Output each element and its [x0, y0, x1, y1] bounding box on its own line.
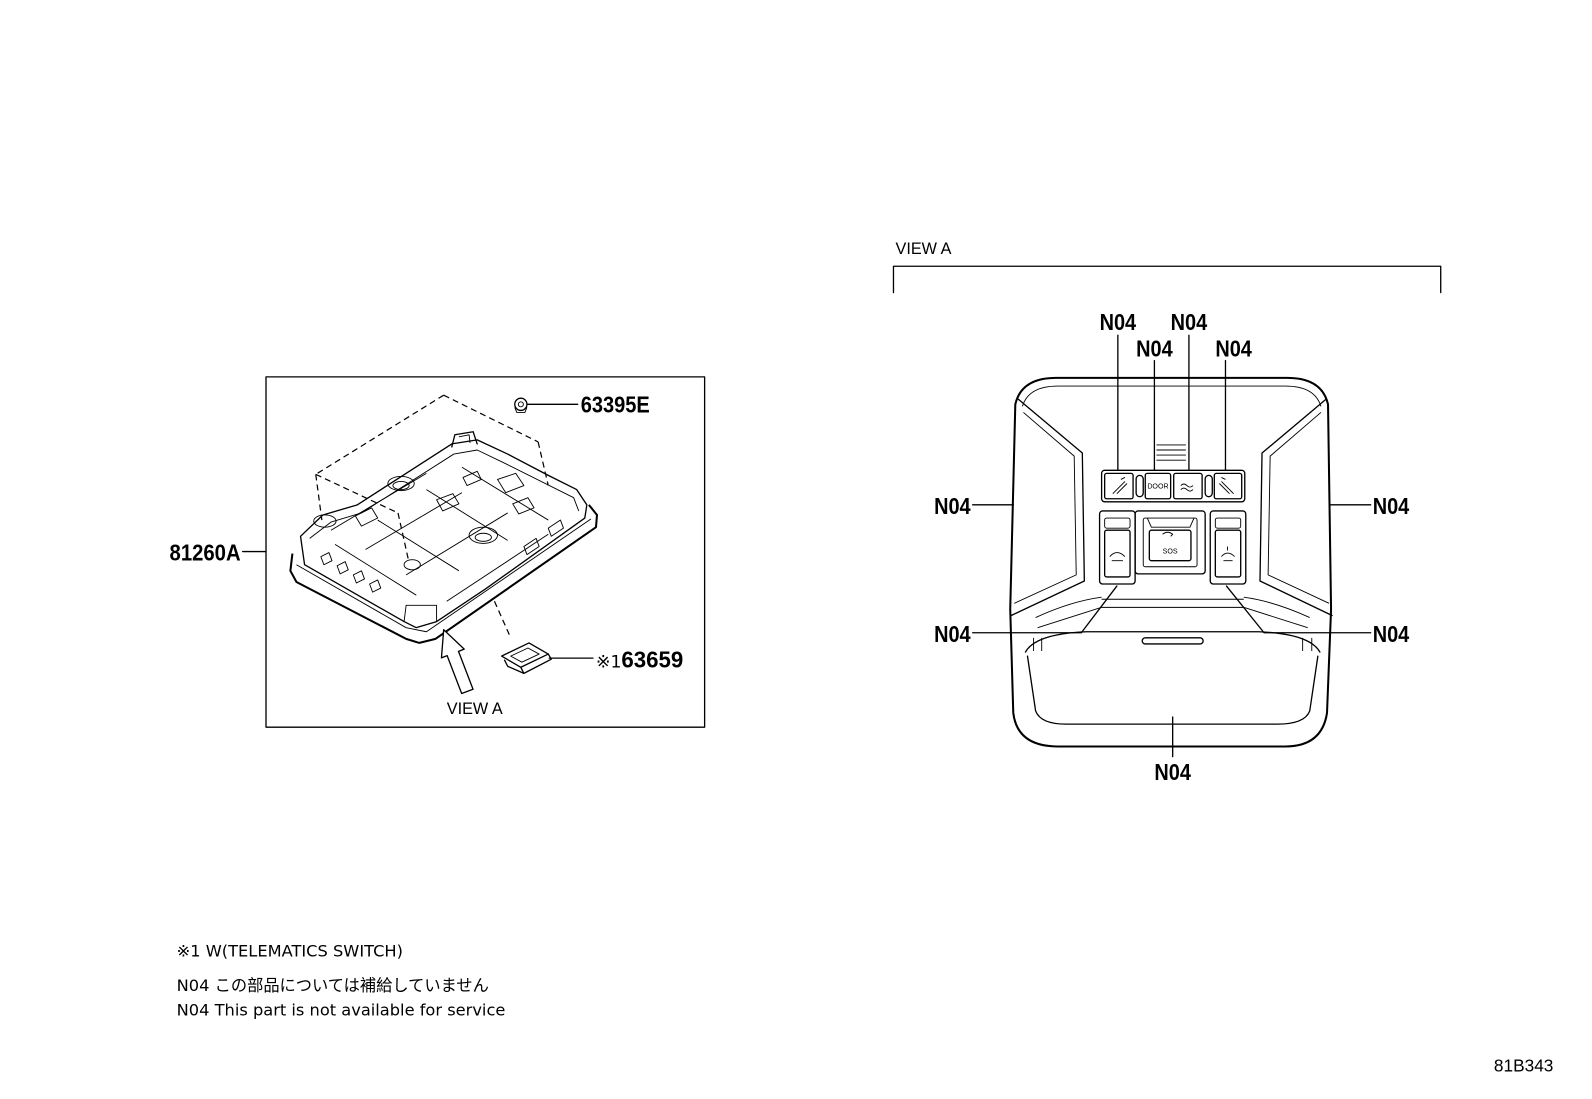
sunglass-holder: [1024, 596, 1321, 725]
door-switch: DOOR: [1144, 472, 1172, 500]
indicator-right: [1204, 474, 1213, 498]
callout-n04-top-4: N04: [1215, 336, 1252, 362]
view-a-arrow: [440, 629, 474, 695]
note-n04-japanese: N04 この部品については補給していません: [177, 976, 489, 995]
callout-n04-left-lower: N04: [934, 621, 971, 647]
map-light-icon: [1112, 477, 1128, 494]
map-light-left-button: [1103, 472, 1134, 500]
sos-label: SOS: [1163, 548, 1178, 556]
note-telematics: ※1 W(TELEMATICS SWITCH): [177, 942, 403, 961]
callout-n04-left-upper: N04: [934, 493, 971, 519]
telematics-panel: SOS: [1134, 510, 1206, 575]
console-body-outline: [299, 439, 588, 629]
door-switch-label: DOOR: [1147, 483, 1168, 491]
clip-part: [514, 397, 528, 413]
callout-81260a[interactable]: 81260A: [170, 540, 241, 566]
right-lamp-lens: [1259, 398, 1333, 617]
top-switch-row: DOOR: [1100, 469, 1246, 503]
main-view-frame: [265, 376, 706, 728]
left-sunroof-switch: [1098, 510, 1136, 585]
view-a-title: VIEW A: [896, 240, 952, 258]
map-light-icon: [1219, 477, 1234, 494]
callout-63659[interactable]: ※1 63659: [596, 646, 683, 672]
map-light-right-button: [1213, 472, 1243, 500]
microphone-grille: [1156, 444, 1186, 461]
callout-n04-top-2: N04: [1136, 336, 1173, 362]
callout-n04-top-1: N04: [1100, 309, 1137, 335]
callout-63395e[interactable]: 63395E: [581, 391, 650, 417]
note-n04-english: N04 This part is not available for servi…: [177, 1001, 506, 1020]
view-a: VIEW A: [892, 240, 1442, 785]
callout-n04-top-3: N04: [1171, 309, 1208, 335]
dome-light-icon: [1180, 483, 1194, 492]
dome-light-switch: [1173, 472, 1203, 500]
indicator-left: [1135, 474, 1144, 498]
view-a-leader-lines: [972, 334, 1372, 758]
main-view: VIEW A 63395E 81260A ※1 63659: [170, 376, 706, 728]
footnotes: ※1 W(TELEMATICS SWITCH) N04 この部品については補給し…: [177, 942, 506, 1020]
callout-63659-number: 63659: [621, 646, 683, 672]
console-front-outline: [1009, 376, 1333, 748]
bracket-part: [500, 642, 552, 675]
sunroof-slide-icon: [1221, 546, 1235, 562]
callout-n04-bottom: N04: [1154, 759, 1191, 785]
illustration-code: 81B343: [1494, 1055, 1553, 1075]
callout-63659-mark: ※1: [596, 652, 621, 672]
view-a-arrow-label: VIEW A: [447, 700, 503, 718]
callout-n04-right-upper: N04: [1373, 493, 1410, 519]
sunroof-tilt-icon: [1109, 552, 1126, 562]
callout-n04-right-lower: N04: [1373, 621, 1410, 647]
right-sunroof-switch: [1209, 510, 1247, 585]
sos-icon: [1162, 531, 1174, 537]
view-a-bracket: [892, 265, 1442, 294]
overhead-console-drawing: [289, 431, 599, 644]
console-flange: [289, 504, 599, 644]
holder-release-slot: [1141, 637, 1204, 645]
left-lamp-lens: [1010, 398, 1086, 617]
